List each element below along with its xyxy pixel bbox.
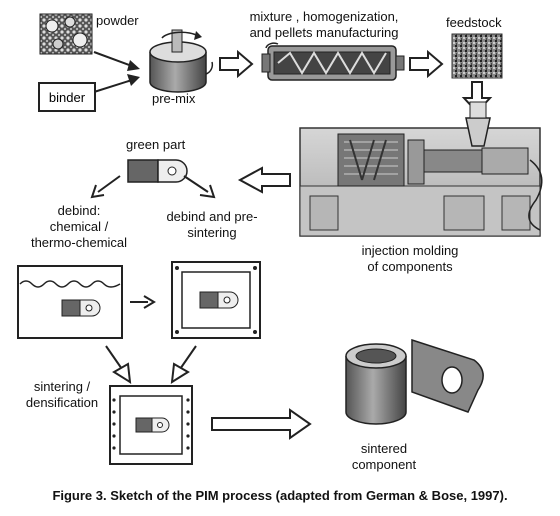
powder-image — [39, 13, 93, 55]
arrow-presinter-to-sintering — [170, 345, 197, 384]
injection-molding-machine — [299, 101, 543, 237]
pre-sintering-furnace — [171, 261, 261, 339]
debind-presinter-label-line1: debind and pre- — [166, 209, 258, 224]
figure-caption: Figure 3. Sketch of the PIM process (ada… — [52, 488, 508, 503]
debind-chemical-label-line2: chemical / — [49, 219, 109, 234]
extruder — [261, 42, 405, 81]
sintering-label-line1: sintering / — [33, 379, 91, 394]
arrow-chemical-to-sintering — [105, 345, 132, 384]
debind-chemical-label-line1: debind: — [57, 203, 101, 218]
arrow-binder-to-premix — [93, 74, 140, 93]
arrow-sintering-to-component — [211, 408, 312, 440]
powder-label: powder — [96, 13, 139, 28]
sintering-furnace — [109, 385, 193, 465]
arrow-chemical-to-furnace — [130, 295, 156, 309]
debind-chemical-label-line3: thermo-chemical — [30, 235, 128, 250]
chemical-debind-tank — [17, 265, 123, 339]
arrow-green-to-chemical-debind — [90, 175, 121, 199]
green-part-label: green part — [126, 137, 186, 152]
premix-label: pre-mix — [152, 91, 196, 106]
sintering-label-line2: densification — [25, 395, 99, 410]
arrow-premix-to-extruder — [219, 49, 254, 79]
green-part — [127, 159, 188, 183]
arrow-green-to-pre-sintering — [183, 175, 216, 199]
binder-label: binder — [48, 89, 86, 105]
mixture-label-line1: mixture , homogenization, — [249, 9, 399, 24]
arrow-extruder-to-feedstock — [409, 49, 444, 79]
mixture-label-line2: and pellets manufacturing — [249, 25, 399, 40]
injection-label-line2: of components — [367, 259, 453, 274]
injection-label-line1: injection molding — [361, 243, 459, 258]
sintered-label-line2: component — [351, 457, 417, 472]
sintered-component — [345, 338, 484, 425]
sintered-label-line1: sintered — [360, 441, 408, 456]
debind-presinter-label-line2: sintering — [187, 225, 237, 240]
arrow-powder-to-premix — [93, 51, 140, 71]
arrow-machine-to-green-part — [237, 166, 291, 194]
binder-box: binder — [38, 82, 96, 112]
feedstock-label: feedstock — [446, 15, 502, 30]
premix-drum — [149, 29, 214, 93]
feedstock-pellets — [451, 33, 503, 79]
